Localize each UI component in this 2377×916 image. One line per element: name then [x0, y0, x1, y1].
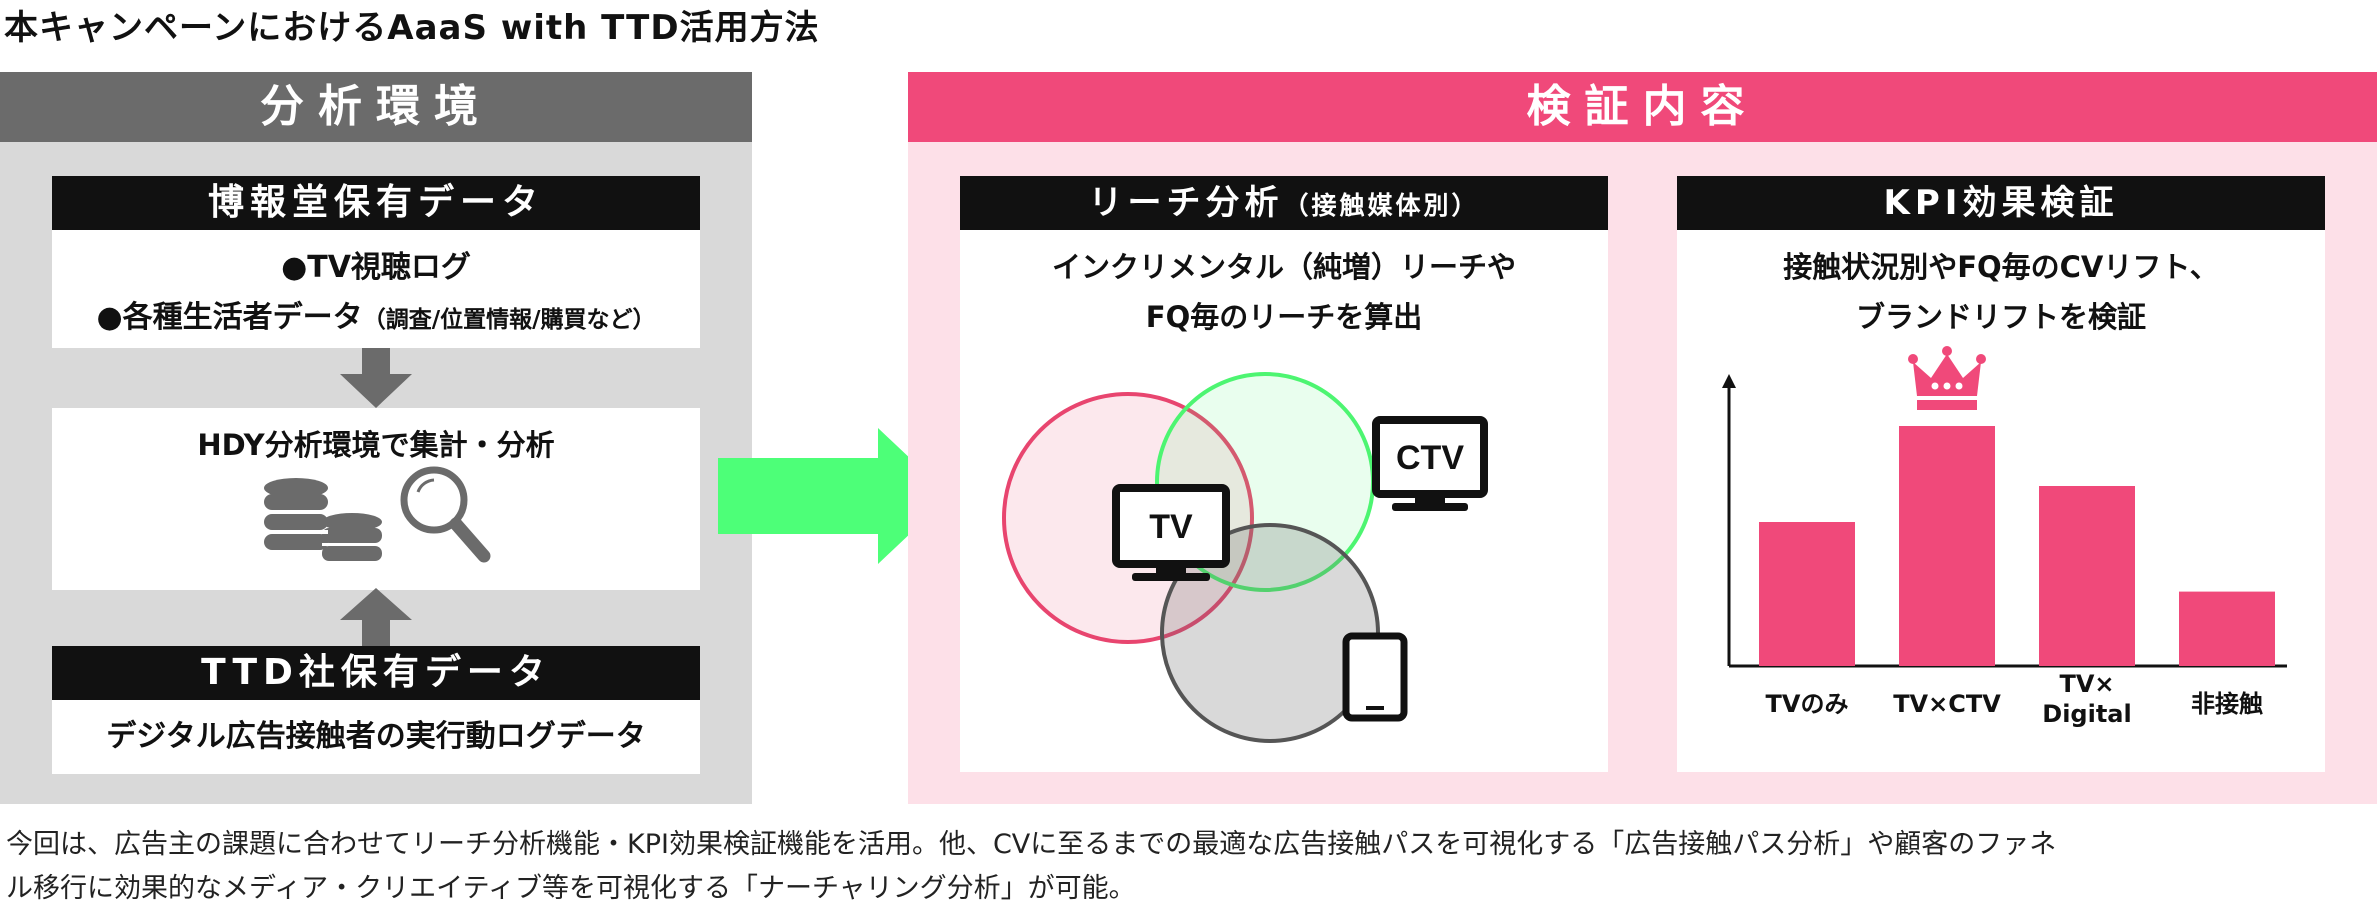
y-axis-arrow-icon — [1722, 374, 1736, 388]
hdy-analysis-label: HDY分析環境で集計・分析 — [197, 428, 555, 462]
up-arrow-icon — [340, 588, 412, 646]
chart-bar — [2039, 486, 2135, 666]
footnote-line2: ル移行に効果的なメディア・クリエイティブ等を可視化する「ナーチャリング分析」が可… — [6, 873, 1136, 904]
crown-icon — [1908, 346, 1986, 410]
tv-viewing-log-text: ●TV視聴ログ — [281, 250, 471, 285]
kpi-verification-card: KPI効果検証 接触状況別やFQ毎のCVリフト、 ブランドリフトを検証 TVのみ… — [1677, 176, 2325, 772]
chart-bar — [1899, 426, 1995, 666]
reach-description-line2: FQ毎のリーチを算出 — [1145, 300, 1423, 334]
kpi-description-line2: ブランドリフトを検証 — [1855, 300, 2146, 334]
down-arrow-icon — [340, 348, 412, 408]
venn-diagram: TV CTV — [1002, 372, 1488, 743]
analysis-environment-header: 分析環境 — [0, 72, 752, 142]
reach-description-line1: インクリメンタル（純増）リーチや — [1051, 250, 1516, 284]
hdy-analysis-box: HDY分析環境で集計・分析 — [52, 408, 700, 590]
x-tick-label: TVのみ — [1766, 690, 1849, 718]
reach-analysis-card: リーチ分析（接触媒体別） インクリメンタル（純増）リーチや FQ毎のリーチを算出… — [960, 176, 1608, 772]
chart-bar — [2179, 591, 2275, 666]
kpi-verification-bar: KPI効果検証 — [1677, 176, 2325, 230]
kpi-bar-chart: TVのみ TV×CTV TV×Digital 非接触 — [1722, 346, 2287, 728]
database-icon — [264, 478, 382, 561]
kpi-description-line1: 接触状況別やFQ毎のCVリフト、 — [1783, 250, 2219, 284]
reach-analysis-subtitle: （接触媒体別） — [1283, 191, 1480, 220]
ttd-data-box: デジタル広告接触者の実行動ログデータ — [52, 700, 700, 774]
ctv-label: CTV — [1396, 439, 1464, 477]
consumer-data-detail: （調査/位置情報/購買など） — [362, 307, 656, 333]
hakuhodo-data-bar: 博報堂保有データ — [52, 176, 700, 230]
consumer-data-text: ●各種生活者データ（調査/位置情報/購買など） — [52, 292, 700, 336]
verification-header: 検証内容 — [908, 72, 2377, 142]
tv-label: TV — [1149, 508, 1193, 546]
tv-monitor-icon — [1112, 484, 1230, 581]
reach-analysis-title: リーチ分析 — [1088, 183, 1284, 223]
hakuhodo-data-box: ●TV視聴ログ ●各種生活者データ（調査/位置情報/購買など） — [52, 230, 700, 348]
footnote-line1: 今回は、広告主の課題に合わせてリーチ分析機能・KPI効果検証機能を活用。他、CV… — [6, 829, 2057, 860]
magnifier-icon — [400, 466, 491, 563]
ttd-data-bar: TTD社保有データ — [52, 646, 700, 700]
consumer-data-main: ●各種生活者データ — [96, 300, 363, 335]
reach-analysis-bar: リーチ分析（接触媒体別） — [960, 176, 1608, 230]
ctv-monitor-icon — [1372, 416, 1488, 511]
x-tick-label: TV×Digital — [2042, 670, 2131, 728]
smartphone-icon — [1342, 632, 1408, 722]
page-title: 本キャンペーンにおけるAaaS with TTD活用方法 — [4, 8, 820, 48]
chart-bar — [1759, 522, 1855, 666]
x-tick-label: 非接触 — [2191, 690, 2263, 718]
flow-arrow-icon — [718, 428, 950, 564]
x-tick-label: TV×CTV — [1893, 690, 2001, 718]
